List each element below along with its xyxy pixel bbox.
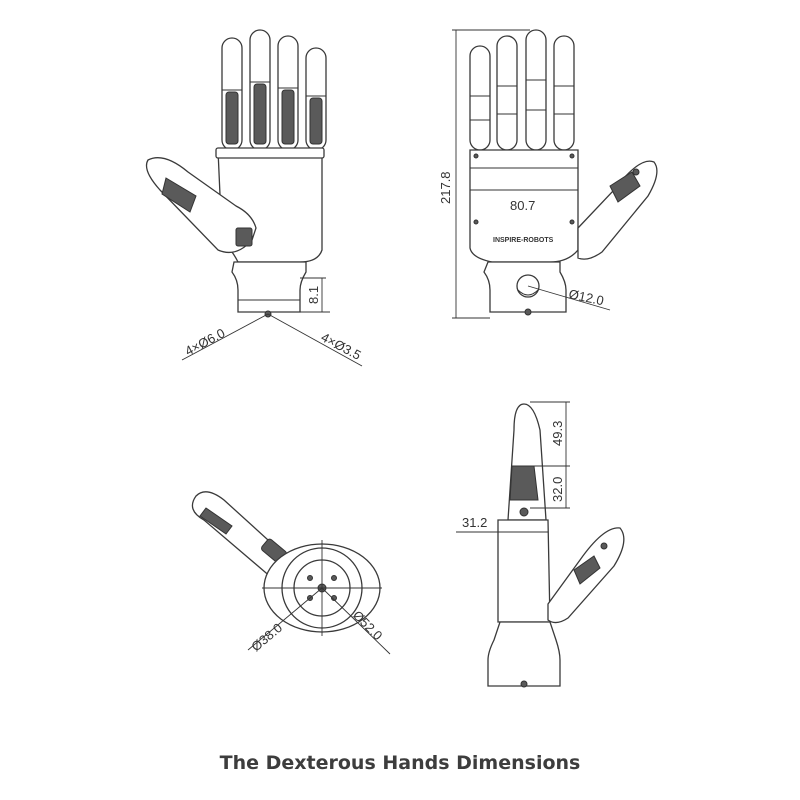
dim-thickness: 31.2: [456, 515, 548, 533]
front-wrist: [231, 261, 307, 313]
front-view: 8.1 4×Ø6.0 4×Ø3.5: [145, 29, 364, 367]
svg-text:Ø38.0: Ø38.0: [248, 620, 285, 654]
svg-text:217.8: 217.8: [438, 171, 453, 204]
back-fingers: [469, 29, 575, 151]
side-view: 49.3 32.0 31.2: [456, 401, 625, 688]
svg-text:31.2: 31.2: [462, 515, 487, 530]
back-thumb: [577, 160, 658, 260]
svg-text:4×Ø6.0: 4×Ø6.0: [182, 325, 227, 358]
dim-hole: Ø12.0: [527, 285, 611, 311]
side-wrist: [487, 621, 561, 687]
svg-text:Ø12.0: Ø12.0: [567, 286, 605, 308]
front-fingers: [221, 29, 327, 151]
svg-text:80.7: 80.7: [510, 198, 535, 213]
svg-text:8.1: 8.1: [306, 286, 321, 304]
front-thumb: [145, 157, 257, 254]
svg-text:4×Ø3.5: 4×Ø3.5: [319, 329, 364, 362]
bottom-view: Ø38.0 Ø52.0: [191, 491, 391, 655]
side-finger: [507, 403, 547, 521]
dim-total-height: 217.8: [438, 29, 530, 319]
dim-lower-finger: 32.0: [530, 466, 570, 509]
caption: The Dexterous Hands Dimensions: [219, 752, 581, 774]
dim-palm-width: 80.7: [470, 189, 578, 213]
side-thumb: [547, 527, 625, 624]
side-palm: [497, 519, 551, 623]
back-view: INSPIRE-ROBOTS 217.8 80.7 Ø12.0: [438, 29, 658, 319]
dim-upper-finger: 49.3: [530, 401, 570, 467]
svg-text:INSPIRE-ROBOTS: INSPIRE-ROBOTS: [493, 237, 554, 244]
dim-base-height: 8.1: [300, 277, 330, 313]
svg-text:49.3: 49.3: [550, 421, 565, 446]
svg-text:32.0: 32.0: [550, 477, 565, 502]
